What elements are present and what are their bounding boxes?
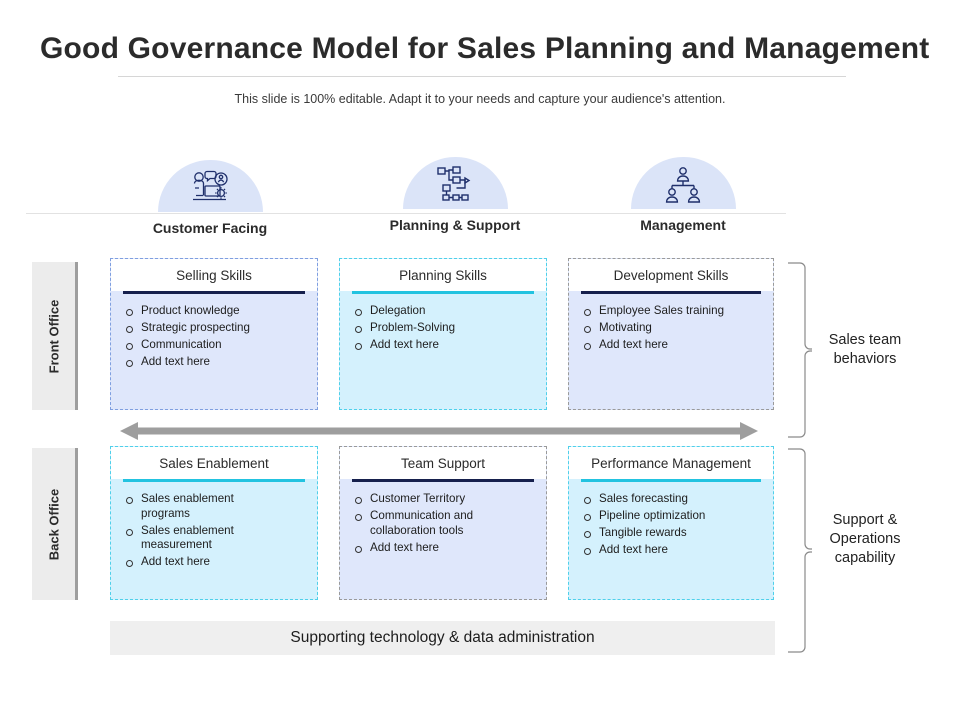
- card-body: Sales forecasting Pipeline optimization …: [569, 482, 773, 568]
- card-development-skills[interactable]: Development Skills Employee Sales traini…: [568, 258, 774, 410]
- list-item: Add text here: [125, 355, 309, 370]
- card-title: Selling Skills: [176, 267, 252, 283]
- card-title: Sales Enablement: [159, 455, 269, 471]
- card-title: Team Support: [400, 455, 486, 471]
- card-list: Employee Sales training Motivating Add t…: [583, 304, 765, 353]
- list-item: Pipeline optimization: [583, 509, 765, 524]
- card-body: Employee Sales training Motivating Add t…: [569, 294, 773, 363]
- list-item: Sales enablement: [125, 524, 309, 539]
- header-divider: [26, 213, 786, 214]
- card-selling-skills[interactable]: Selling Skills Product knowledge Strateg…: [110, 258, 318, 410]
- org-chart-hierarchy-icon: [630, 157, 736, 209]
- card-sales-enablement[interactable]: Sales Enablement Sales enablement progra…: [110, 446, 318, 600]
- sidebar-item-front-office: Front Office: [32, 262, 78, 410]
- workflow-flowchart-icon: [402, 157, 508, 209]
- list-item: Communication and: [354, 509, 538, 524]
- card-body: Delegation Problem-Solving Add text here: [340, 294, 546, 363]
- supporting-technology-bar: Supporting technology & data administrat…: [110, 621, 775, 655]
- brace-label-line: Support &: [832, 512, 898, 528]
- card-list: Customer Territory Communication and col…: [354, 492, 538, 555]
- list-item: Strategic prospecting: [125, 321, 309, 336]
- list-item: Sales forecasting: [583, 492, 765, 507]
- page-title: Good Governance Model for Sales Planning…: [40, 32, 930, 65]
- brace-label-line: behaviors: [833, 351, 897, 367]
- list-item-continuation: measurement: [141, 538, 212, 552]
- bidirectional-arrow: [120, 420, 758, 447]
- card-header: Selling Skills: [111, 259, 317, 291]
- card-body: Customer Territory Communication and col…: [340, 482, 546, 566]
- card-list: Sales forecasting Pipeline optimization …: [583, 492, 765, 558]
- card-title: Performance Management: [591, 455, 751, 471]
- supporting-technology-label: Supporting technology & data administrat…: [290, 629, 595, 646]
- side-label-text: Front Office: [46, 299, 62, 373]
- card-accent-rule: [581, 291, 761, 294]
- card-header: Development Skills: [569, 259, 773, 291]
- brace-support-operations-capability: [787, 448, 813, 658]
- card-title: Planning Skills: [399, 267, 487, 283]
- card-team-support[interactable]: Team Support Customer Territory Communic…: [339, 446, 547, 600]
- column-header-planning-support: Planning & Support: [355, 157, 555, 233]
- list-item: Delegation: [354, 304, 538, 319]
- card-body: Product knowledge Strategic prospecting …: [111, 294, 317, 380]
- list-item: Motivating: [583, 321, 765, 336]
- list-item-continuation: collaboration tools: [370, 523, 464, 537]
- card-accent-rule: [123, 291, 305, 294]
- list-item: Product knowledge: [125, 304, 309, 319]
- brace-label-line: Operations: [829, 531, 901, 547]
- brace-label-sales-team-behaviors: Sales team behaviors: [800, 331, 930, 369]
- list-item: Add text here: [583, 338, 765, 353]
- card-list: Delegation Problem-Solving Add text here: [354, 304, 538, 353]
- column-header-management: Management: [583, 157, 783, 233]
- card-header: Planning Skills: [340, 259, 546, 291]
- card-accent-rule: [352, 291, 534, 294]
- list-item: Add text here: [125, 555, 309, 570]
- list-item: Communication: [125, 338, 309, 353]
- brace-label-support-operations-capability: Support & Operations capability: [800, 511, 930, 568]
- list-item: Add text here: [583, 543, 765, 558]
- list-item: Problem-Solving: [354, 321, 538, 336]
- list-item: Tangible rewards: [583, 526, 765, 541]
- card-accent-rule: [352, 479, 534, 482]
- brace-label-line: capability: [834, 550, 896, 566]
- list-item: Add text here: [354, 541, 538, 556]
- card-body: Sales enablement programs Sales enableme…: [111, 482, 317, 580]
- brace-sales-team-behaviors: [787, 262, 813, 443]
- card-list: Product knowledge Strategic prospecting …: [125, 304, 309, 370]
- sidebar-item-back-office: Back Office: [32, 448, 78, 600]
- list-item-continuation: programs: [141, 506, 190, 520]
- brace-label-line: Sales team: [828, 332, 902, 348]
- card-performance-management[interactable]: Performance Management Sales forecasting…: [568, 446, 774, 600]
- column-label: Management: [640, 217, 726, 233]
- page-subtitle: This slide is 100% editable. Adapt it to…: [234, 92, 726, 106]
- card-header: Sales Enablement: [111, 447, 317, 479]
- list-item: Employee Sales training: [583, 304, 765, 319]
- column-label: Customer Facing: [152, 220, 268, 236]
- list-item: Sales enablement: [125, 492, 309, 507]
- title-divider: [118, 76, 846, 77]
- card-planning-skills[interactable]: Planning Skills Delegation Problem-Solvi…: [339, 258, 547, 410]
- card-title: Development Skills: [613, 267, 729, 283]
- card-list: Sales enablement programs Sales enableme…: [125, 492, 309, 570]
- card-accent-rule: [581, 479, 761, 482]
- side-label-text: Back Office: [46, 488, 62, 560]
- card-accent-rule: [123, 479, 305, 482]
- column-header-customer-facing: Customer Facing: [110, 160, 310, 236]
- card-header: Team Support: [340, 447, 546, 479]
- list-item: Customer Territory: [354, 492, 538, 507]
- list-item: Add text here: [354, 338, 538, 353]
- column-label: Planning & Support: [389, 217, 521, 233]
- card-header: Performance Management: [569, 447, 773, 479]
- customer-support-person-icon: [157, 160, 263, 212]
